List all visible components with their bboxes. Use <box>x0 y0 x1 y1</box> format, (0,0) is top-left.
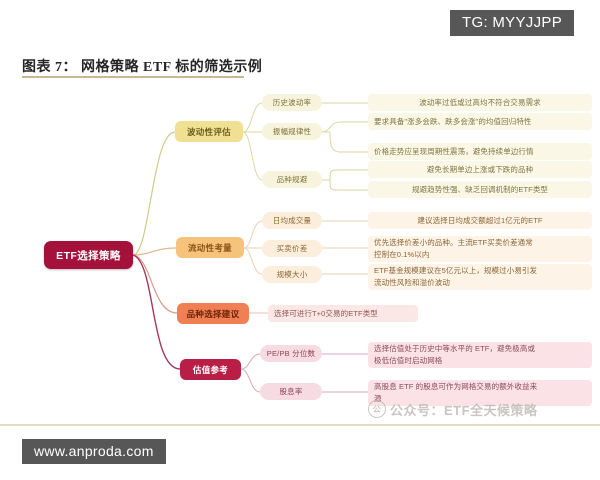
detail-bid-ask-spread-1: 优先选择价差小的品种。主流ETF买卖价差通常 控制在0.1%以内 <box>368 236 592 262</box>
bottom-divider <box>0 424 600 426</box>
detail-amplitude-regularity-2: 价格走势应呈现周期性震荡，避免持续单边行情 <box>368 143 592 160</box>
sub-node-amplitude-regularity[interactable]: 振幅规律性 <box>262 123 322 140</box>
detail-daily-volume-1: 建议选择日均成交额超过1亿元的ETF <box>368 212 592 229</box>
branch-node-volatility[interactable]: 波动性评估 <box>175 121 243 142</box>
sub-node-fund-size[interactable]: 规模大小 <box>262 266 322 283</box>
detail-pe-pb-percentile-1: 选择估值处于历史中等水平的 ETF，避免极高或 极低估值时启动网格 <box>368 342 592 368</box>
branch-node-type-recommendation[interactable]: 品种选择建议 <box>177 303 249 324</box>
detail-dividend-yield-1: 高股息 ETF 的股息可作为网格交易的额外收益来 源 <box>368 380 592 406</box>
detail-type-recommendation-1: 选择可进行T+0交易的ETF类型 <box>268 305 418 322</box>
detail-avoid-types-2: 规避趋势性强、缺乏回调机制的ETF类型 <box>368 181 592 198</box>
detail-historical-volatility-1: 波动率过低或过高均不符合交易需求 <box>368 94 592 111</box>
sub-node-bid-ask-spread[interactable]: 买卖价差 <box>262 240 322 257</box>
sub-node-historical-volatility[interactable]: 历史波动率 <box>262 94 322 111</box>
detail-fund-size-1: ETF基金规模建议在5亿元以上，规模过小易引发 流动性风险和溢价波动 <box>368 264 592 290</box>
sub-node-daily-volume[interactable]: 日均成交量 <box>262 212 322 229</box>
mindmap-root-node[interactable]: ETF选择策略 <box>44 241 133 269</box>
branch-node-valuation[interactable]: 估值参考 <box>180 359 241 380</box>
sub-node-avoid-types[interactable]: 品种规避 <box>262 171 322 188</box>
website-tag: www.anproda.com <box>22 439 166 464</box>
detail-avoid-types-1: 避免长期单边上涨或下跌的品种 <box>368 161 592 178</box>
sub-node-dividend-yield[interactable]: 股息率 <box>260 383 322 400</box>
sub-node-pe-pb-percentile[interactable]: PE/PB 分位数 <box>260 345 322 362</box>
branch-node-liquidity[interactable]: 流动性考量 <box>176 237 244 258</box>
detail-amplitude-regularity-1: 要求具备"涨多会跌、跌多会涨"的均值回归特性 <box>368 113 592 130</box>
telegram-tag: TG: MYYJJPP <box>450 10 574 36</box>
page-title: 图表 7： 网格策略 ETF 标的筛选示例 <box>22 60 263 75</box>
title-divider <box>22 76 244 78</box>
